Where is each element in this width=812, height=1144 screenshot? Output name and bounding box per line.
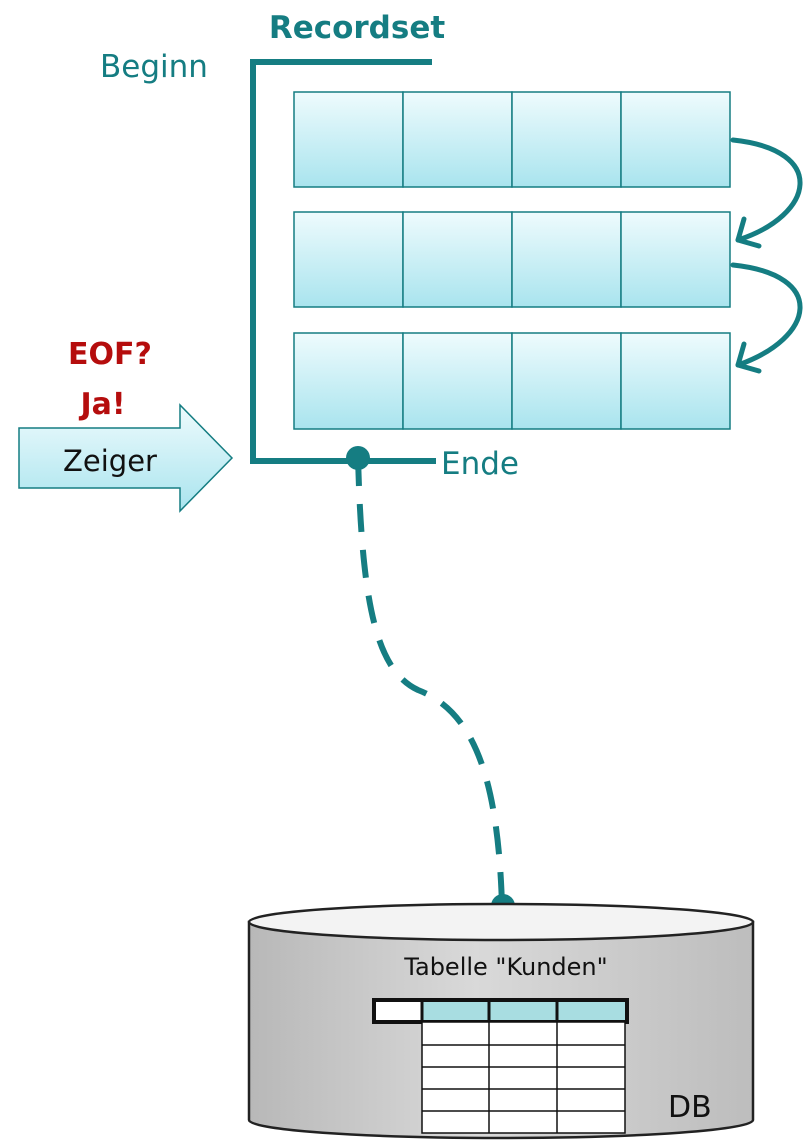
record-cell [620,91,731,188]
db-mini-table [372,998,629,1134]
connection-node-top [346,446,370,470]
pointer-arrow-shape [18,403,234,513]
record-row-1 [293,91,731,188]
db-table-title: Tabelle "Kunden" [403,953,607,981]
end-label: Ende [441,446,519,482]
pointer-label: Zeiger [63,444,157,478]
begin-label: Beginn [100,49,208,85]
record-cell [402,211,513,308]
db-table-body [421,1021,626,1134]
record-cell [293,91,404,188]
next-record-arrow-2 [730,262,803,374]
record-cell [511,211,622,308]
record-cell [293,211,404,308]
record-cell [511,91,622,188]
record-cell [620,332,731,430]
record-cell [402,91,513,188]
eof-answer: Ja! [78,387,125,422]
recordset-bracket [250,59,436,464]
record-cell [293,332,404,430]
record-cell [511,332,622,430]
db-connection-line [355,457,505,906]
record-cell [402,332,513,430]
record-row-3 [293,332,731,430]
db-header-cell [489,1002,557,1020]
record-row-2 [293,211,731,308]
db-header-cell [557,1002,625,1020]
recordset-title: Recordset [269,10,446,46]
db-header-cell [422,1002,489,1020]
eof-question: EOF? [68,337,152,372]
next-record-arrow-1 [730,137,803,249]
db-label: DB [668,1090,712,1125]
record-cell [620,211,731,308]
